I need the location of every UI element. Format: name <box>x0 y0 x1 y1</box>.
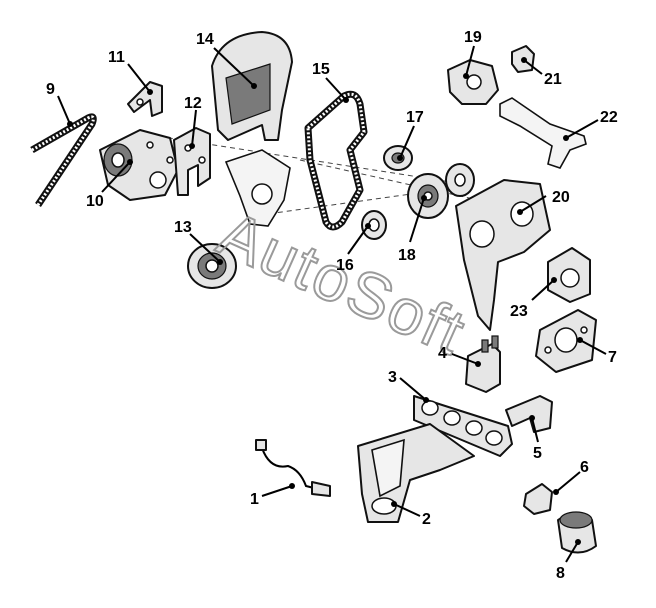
callout-19: 19 <box>464 29 482 46</box>
part-10-water-pump <box>99 129 179 201</box>
callout-6: 6 <box>580 459 589 476</box>
part-11-bracket <box>127 81 163 117</box>
callout-14: 14 <box>196 31 214 48</box>
callout-2: 2 <box>422 511 431 528</box>
timing-back-plate <box>224 149 291 227</box>
part-5-coolant-elbow <box>505 395 553 433</box>
part-18-camshaft-sprocket <box>407 163 475 219</box>
part-2-exhaust-manifold <box>357 423 475 523</box>
callout-16: 16 <box>336 257 354 274</box>
callout-11: 11 <box>108 49 125 66</box>
callout-21: 21 <box>544 71 562 88</box>
part-12-bracket-plate <box>173 127 211 196</box>
callout-12: 12 <box>184 95 202 112</box>
callout-labels: 1 2 3 4 5 6 7 8 9 10 11 12 13 14 15 16 1… <box>46 29 618 582</box>
callout-22: 22 <box>600 109 618 126</box>
callout-7: 7 <box>608 349 617 366</box>
leader-lines <box>57 45 607 563</box>
callout-15: 15 <box>312 61 330 78</box>
part-4-sensor-bracket <box>465 335 501 393</box>
part-7-flange-plate <box>535 309 597 373</box>
callout-13: 13 <box>174 219 192 236</box>
part-9-drive-belt <box>30 113 97 207</box>
part-6-pressure-switch <box>523 483 553 515</box>
callout-23: 23 <box>510 303 528 320</box>
callout-18: 18 <box>398 247 416 264</box>
callout-4: 4 <box>438 345 447 362</box>
part-22-coolant-pipe <box>499 97 587 169</box>
part-15-timing-belt <box>304 90 368 231</box>
part-19-thermostat-housing <box>447 59 499 105</box>
part-8-oil-filter <box>557 511 597 554</box>
part-1-oxygen-sensor <box>255 439 331 497</box>
callout-3: 3 <box>388 369 397 386</box>
callout-10: 10 <box>86 193 104 210</box>
part-23-pump-housing <box>547 247 591 303</box>
part-3-manifold-gasket <box>413 395 513 457</box>
callout-1: 1 <box>250 491 259 508</box>
callout-9: 9 <box>46 81 55 98</box>
callout-17: 17 <box>406 109 424 126</box>
part-16-idler-roller <box>361 210 387 240</box>
callout-8: 8 <box>556 565 565 582</box>
callout-5: 5 <box>533 445 542 462</box>
callout-20: 20 <box>552 189 570 206</box>
